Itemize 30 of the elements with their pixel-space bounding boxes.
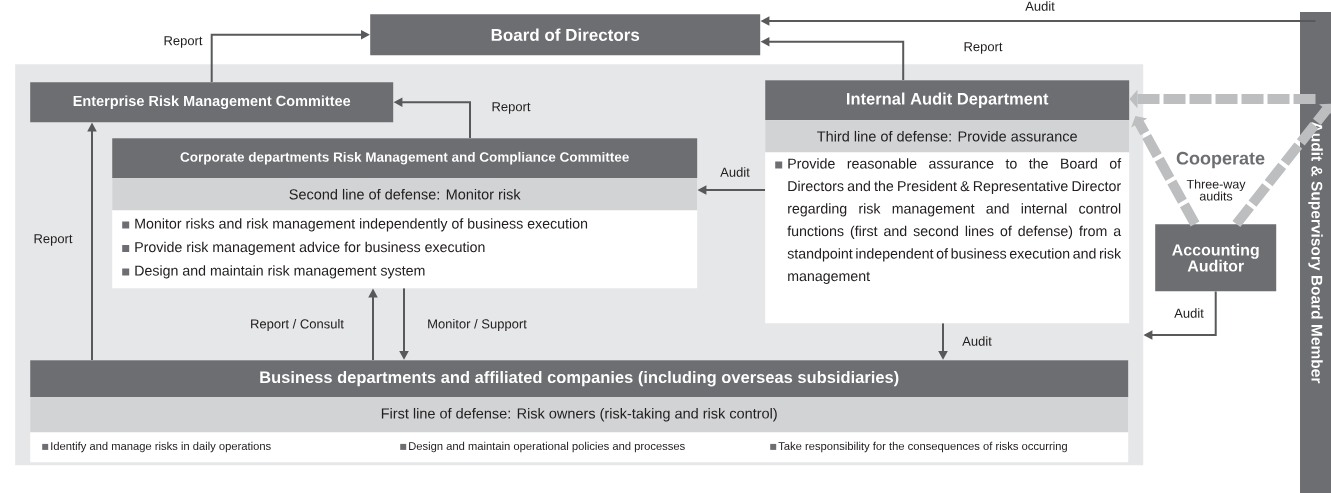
edge-label: Report	[34, 234, 73, 246]
edge-label: Audit	[1174, 308, 1204, 318]
heading-band: Business departments and affiliated companies (including overseas subsidiaries)	[30, 360, 1129, 398]
subheading-band: Third line of defense: Provide assurance	[765, 120, 1130, 153]
note-text: Three-way audits	[1186, 179, 1246, 201]
chevron-band	[1131, 116, 1200, 227]
bullet-item: Provide reasonable assurance to the Board of Directors and the President & Representative Director regarding risk management and internal control functions (first and second lines of defense) from a standpoint independent of business execution and risk management	[775, 158, 1122, 284]
edge-label: Report	[492, 102, 531, 114]
committee-box: Enterprise Risk Management Committee	[30, 82, 394, 123]
board-box: Board of Directors	[370, 14, 761, 56]
bullet-item: Take responsibility for the consequences of risks occurring	[770, 441, 1067, 453]
bullet-item: Provide risk management advice for business execution	[122, 241, 485, 255]
edge-label: Audit	[1025, 1, 1055, 11]
bullet-item: Design and maintain risk management system	[122, 265, 425, 279]
auditor-box: Accounting Auditor	[1155, 224, 1277, 292]
cooperate-label: Cooperate	[1176, 151, 1265, 169]
bullet-item: Monitor risks and risk management independently of business execution	[122, 218, 588, 232]
heading-band: Internal Audit Department	[765, 80, 1130, 121]
heading-band: Corporate departments Risk Management and Compliance Committee	[112, 138, 698, 179]
edge-label: Report / Consult	[251, 318, 344, 332]
edge-label: Monitor / Support	[428, 318, 527, 332]
edge-label: Audit	[962, 336, 992, 346]
subheading-band: First line of defense: Risk owners (risk-taking and risk control)	[30, 397, 1129, 433]
bullet-item: Design and maintain operational policies and processes	[400, 441, 685, 453]
bullet-item: Identify and manage risks in daily operations	[42, 441, 271, 453]
edge-label: Report	[964, 42, 1003, 54]
chevron-band	[1232, 103, 1331, 228]
edge-label: Audit	[720, 167, 750, 177]
edge-label: Report	[164, 36, 203, 48]
subheading-band: Second line of defense: Monitor risk	[112, 178, 698, 211]
